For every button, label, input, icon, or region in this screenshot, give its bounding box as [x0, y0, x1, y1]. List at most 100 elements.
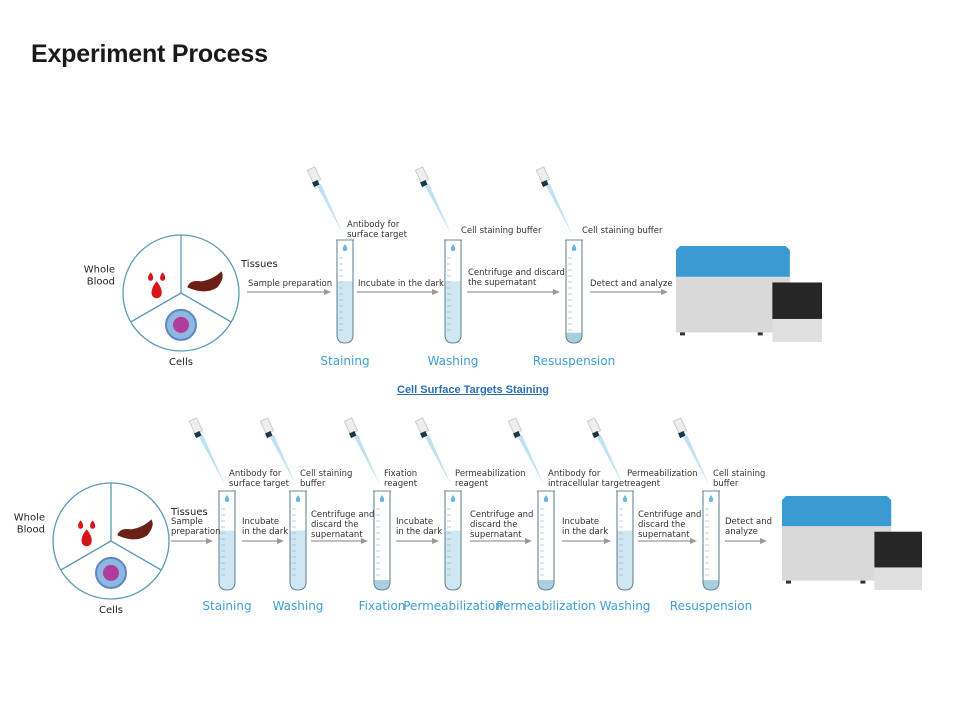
arrow-label: discard the	[470, 520, 517, 530]
blood-drop-icon	[90, 520, 96, 529]
tube-liquid	[337, 281, 353, 343]
stage-label: Resuspension	[670, 599, 752, 613]
pipette-body-icon	[586, 417, 602, 435]
pipette-band-icon	[678, 431, 686, 439]
pipette-tip-icon	[354, 435, 380, 485]
pipette-body-icon	[535, 166, 551, 184]
test-tube	[586, 417, 634, 591]
blood-drop-icon	[151, 281, 162, 299]
pipette-body-icon	[259, 417, 275, 435]
reagent-label: Permeabilization	[627, 469, 698, 479]
pipette-body-icon	[507, 417, 523, 435]
tube-liquid	[445, 530, 461, 590]
instrument-body	[676, 272, 790, 333]
pipette-band-icon	[312, 180, 320, 188]
droplet-icon	[295, 495, 301, 502]
pipette-tip-icon	[317, 184, 343, 234]
test-tube	[507, 417, 555, 591]
arrow-label: analyze	[725, 527, 758, 537]
arrow-head	[277, 538, 284, 544]
flow-cytometer-instrument-icon	[782, 496, 922, 590]
pipette-band-icon	[541, 180, 549, 188]
test-tube	[535, 166, 583, 344]
pipette-tip-icon	[546, 184, 572, 234]
tube-outline	[336, 240, 354, 344]
pipette-band-icon	[265, 431, 273, 439]
pipette-tip-icon	[425, 435, 451, 485]
arrow-label: Centrifuge and	[638, 510, 701, 520]
tube-outline	[373, 491, 391, 591]
reagent-label: Permeabilization	[455, 469, 526, 479]
pie-divider	[110, 540, 162, 571]
source-label-whole-blood: Blood	[87, 277, 115, 288]
pipette-body-icon	[306, 166, 322, 184]
tube-liquid	[538, 580, 554, 590]
tube-outline	[218, 491, 236, 591]
arrow-head	[553, 289, 560, 295]
reagent-label: Antibody for	[347, 220, 400, 230]
pie-divider	[180, 292, 232, 323]
source-label-whole-blood: Blood	[17, 525, 45, 536]
arrow-label: Incubate	[242, 517, 279, 527]
droplet-icon	[342, 244, 348, 251]
droplet-icon	[379, 495, 385, 502]
test-tube	[259, 417, 307, 591]
instrument-foot	[757, 332, 763, 336]
instrument-screen	[772, 282, 822, 319]
instrument-body	[782, 522, 892, 581]
pipette-tip-icon	[683, 435, 709, 485]
reagent-label: Cell staining buffer	[582, 226, 663, 236]
pie-divider	[60, 540, 112, 571]
tube-liquid	[566, 332, 582, 343]
test-tube	[343, 417, 391, 591]
arrow-label: supernatant	[470, 530, 522, 540]
reagent-label: buffer	[713, 479, 739, 489]
arrow-head	[760, 538, 767, 544]
arrow-head	[206, 538, 213, 544]
droplet-icon	[224, 495, 230, 502]
tube-outline	[444, 240, 462, 344]
arrow-head	[604, 538, 611, 544]
source-label-whole-blood: Whole	[84, 265, 115, 276]
pipette-tip-icon	[270, 435, 296, 485]
arrow-label: discard the	[638, 520, 685, 530]
reagent-label: surface target	[229, 479, 290, 489]
cell-surface-targets-staining-link[interactable]: Cell Surface Targets Staining	[397, 384, 550, 396]
reagent-label: Cell staining	[300, 469, 352, 479]
arrow-label: the supernatant	[468, 278, 537, 288]
flow-cytometer-instrument-icon	[676, 246, 822, 342]
reagent-label: Antibody for	[548, 469, 601, 479]
arrow-head	[661, 289, 668, 295]
test-tube	[306, 166, 354, 344]
tube-liquid	[445, 281, 461, 343]
source-label-cells: Cells	[169, 357, 193, 368]
pipette-body-icon	[188, 417, 204, 435]
tube-outline	[616, 491, 634, 591]
arrow-label: in the dark	[396, 527, 442, 537]
reagent-label: intracellular target	[548, 479, 628, 489]
tube-liquid	[374, 580, 390, 590]
stage-label: Staining	[202, 599, 251, 613]
pipette-band-icon	[349, 431, 357, 439]
reagent-label: buffer	[300, 479, 326, 489]
arrow-label: discard the	[311, 520, 358, 530]
arrow-label: supernatant	[311, 530, 363, 540]
cell-nucleus-icon	[173, 316, 189, 333]
tube-liquid	[703, 580, 719, 590]
tube-liquid	[617, 530, 633, 590]
droplet-icon	[543, 495, 549, 502]
droplet-icon	[450, 495, 456, 502]
arrow-label: in the dark	[242, 527, 288, 537]
stage-label: Washing	[600, 599, 651, 613]
arrow-head	[432, 289, 439, 295]
